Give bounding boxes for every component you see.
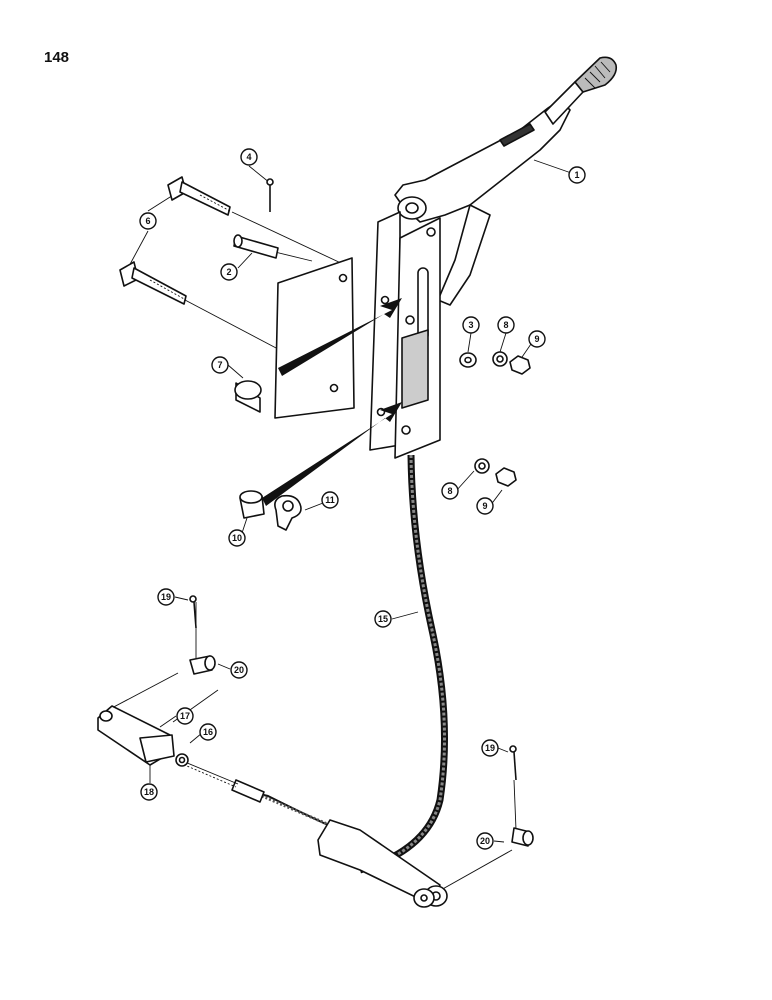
svg-text:19: 19 <box>161 592 171 602</box>
assembly-arrows <box>262 298 402 506</box>
callout-17: 17 <box>176 707 194 725</box>
svg-text:2: 2 <box>226 267 231 277</box>
mounting-bracket <box>274 211 441 459</box>
callout-18: 18 <box>140 783 158 801</box>
spacer-and-clip <box>239 490 302 531</box>
svg-text:11: 11 <box>325 495 335 505</box>
callout-11: 11 <box>321 491 339 509</box>
hand-lever <box>394 56 618 306</box>
svg-text:15: 15 <box>378 614 388 624</box>
callout-3: 3 <box>462 316 480 334</box>
callout-20-right: 20 <box>476 832 494 850</box>
svg-text:10: 10 <box>232 533 242 543</box>
callout-7: 7 <box>211 356 229 374</box>
svg-text:7: 7 <box>217 360 222 370</box>
cable-anchor-bracket <box>317 819 448 908</box>
callout-9-lower: 9 <box>476 497 494 515</box>
callout-2: 2 <box>220 263 238 281</box>
svg-text:6: 6 <box>145 216 150 226</box>
callout-8-upper: 8 <box>497 316 515 334</box>
callout-6: 6 <box>139 212 157 230</box>
svg-text:20: 20 <box>480 836 490 846</box>
leader-lines <box>107 159 578 896</box>
svg-text:17: 17 <box>180 711 190 721</box>
svg-text:19: 19 <box>485 743 495 753</box>
callout-8-lower: 8 <box>441 482 459 500</box>
svg-text:4: 4 <box>246 152 251 162</box>
clevis-assembly <box>97 595 534 847</box>
callout-19-right: 19 <box>481 739 499 757</box>
spacers-washers-nuts <box>234 351 531 487</box>
callout-4: 4 <box>240 148 258 166</box>
page-number: 148 <box>44 49 70 66</box>
svg-text:16: 16 <box>203 727 213 737</box>
callout-10: 10 <box>228 529 246 547</box>
brake-cable <box>179 454 448 874</box>
svg-text:8: 8 <box>503 320 508 330</box>
callout-15: 15 <box>374 610 392 628</box>
svg-text:18: 18 <box>144 787 154 797</box>
svg-text:20: 20 <box>234 665 244 675</box>
svg-text:3: 3 <box>468 320 473 330</box>
bolts-and-pins <box>119 176 279 305</box>
callout-1: 1 <box>568 166 586 184</box>
callout-20-left: 20 <box>230 661 248 679</box>
callout-19-left: 19 <box>157 588 175 606</box>
callout-16: 16 <box>199 723 217 741</box>
svg-text:1: 1 <box>574 170 579 180</box>
svg-text:8: 8 <box>447 486 452 496</box>
svg-text:9: 9 <box>534 334 539 344</box>
callout-9-upper: 9 <box>528 330 546 348</box>
svg-text:9: 9 <box>482 501 487 511</box>
